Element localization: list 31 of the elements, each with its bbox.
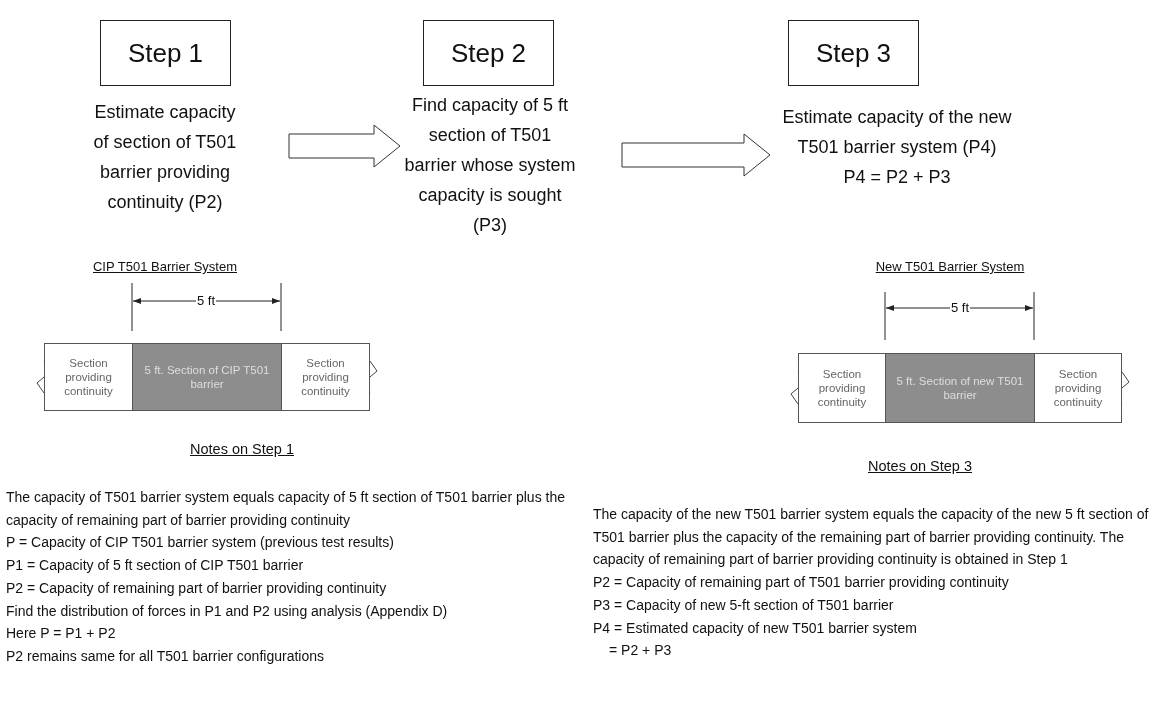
section-title: New T501 Barrier System: [874, 259, 1026, 275]
step-description: Find capacity of 5 ft section of T501 barrier whose system capacity is sought (P3): [402, 90, 578, 240]
note-line: Find the distribution of forces in P1 and P2 using analysis (Appendix D): [6, 601, 448, 621]
note-line: P4 = Estimated capacity of new T501 barrier system: [593, 618, 917, 638]
step-description: Estimate capacity of section of T501 barrier providing continuity (P2): [85, 97, 245, 217]
note-line: = P2 + P3: [609, 641, 672, 661]
step-box: Step 2: [423, 20, 554, 86]
notes-heading: Notes on Step 1: [189, 441, 295, 457]
note-line: P2 remains same for all T501 barrier configurations: [6, 646, 324, 666]
barrier-section: Section providing continuity: [44, 343, 133, 411]
barrier-section: Section providing continuity: [1034, 353, 1122, 423]
block-arrow: [288, 124, 401, 168]
note-line: P = Capacity of CIP T501 barrier system (previous test results): [6, 533, 394, 553]
formula: P4 = P2 + P3: [842, 166, 952, 189]
step-box: Step 1: [100, 20, 231, 86]
note-paragraph: The capacity of T501 barrier system equals capacity of 5 ft section of T501 barrier plus the capacity of remaining part of barrier providing continuity: [6, 488, 566, 530]
note-line: P2 = Capacity of remaining part of barrier providing continuity: [6, 578, 387, 598]
note-line: P2 = Capacity of remaining part of T501 barrier providing continuity: [593, 573, 1009, 593]
note-line: P3 = Capacity of new 5-ft section of T501 barrier: [593, 595, 894, 615]
section-title: CIP T501 Barrier System: [92, 259, 238, 275]
note-paragraph: The capacity of the new T501 barrier system equals the capacity of the new 5 ft section of T501 barrier plus the capacity of the remaining part of barrier providing continuity. The capacity of remaining part of barrier providing continuity is obtained in Step 1: [593, 505, 1150, 570]
notes-heading: Notes on Step 3: [867, 458, 973, 474]
note-line: Here P = P1 + P2: [6, 624, 116, 644]
block-arrow: [621, 133, 771, 177]
barrier-section: Section providing continuity: [281, 343, 370, 411]
barrier-section: Section providing continuity: [798, 353, 886, 423]
note-line: P1 = Capacity of 5 ft section of CIP T501 barrier: [6, 556, 304, 576]
barrier-test-section: 5 ft. Section of new T501 barrier: [885, 353, 1035, 423]
barrier-test-section: 5 ft. Section of CIP T501 barrier: [132, 343, 282, 411]
step-box: Step 3: [788, 20, 919, 86]
step-description: Estimate capacity of the new T501 barrier system (P4): [781, 106, 1013, 159]
